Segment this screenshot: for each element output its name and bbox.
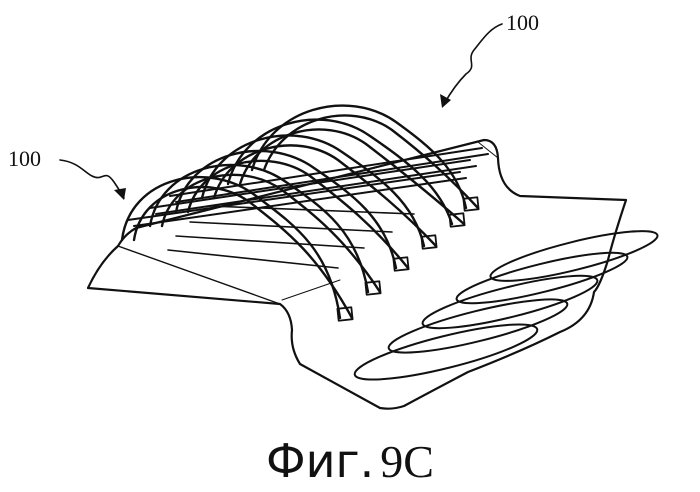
reference-label-left: 100 bbox=[8, 146, 41, 171]
leader-arrowhead-left bbox=[114, 188, 126, 200]
caption-number: 9C bbox=[380, 436, 434, 487]
leader-line-left bbox=[60, 160, 124, 198]
sheet-fold-line bbox=[282, 142, 498, 300]
caption-word: Фиг. bbox=[266, 434, 374, 488]
leader-line-right bbox=[444, 24, 502, 104]
sheet-front-edge bbox=[118, 246, 280, 304]
figure-caption: Фиг.9C bbox=[0, 438, 700, 485]
base-sheet bbox=[88, 140, 626, 409]
reference-label-right: 100 bbox=[506, 10, 539, 35]
loop-footprints bbox=[351, 222, 661, 391]
